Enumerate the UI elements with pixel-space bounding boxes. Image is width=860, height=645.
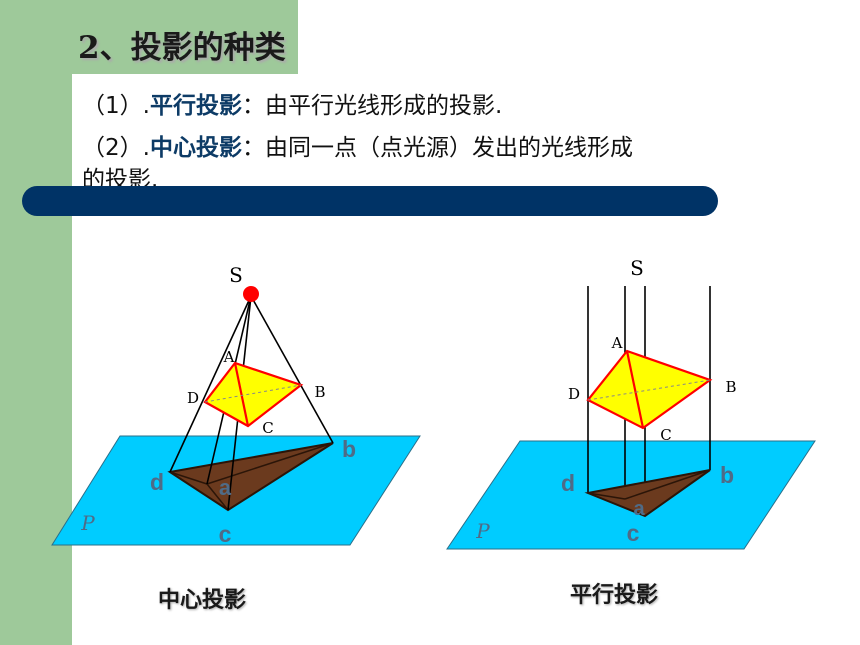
label-C: C [660,426,671,444]
label-D: D [187,389,199,407]
label-P: P [475,519,490,543]
item-text: ：由同一点（点光源）发出的光线形成 [241,135,633,161]
central-shadow [167,442,334,512]
label-a: a [219,475,232,500]
ray-s-b [250,295,334,444]
object-edge-db [587,379,711,401]
item-prefix: （1）. [82,93,150,119]
label-S: S [229,263,243,287]
label-b: b [720,462,734,488]
central-caption: 中心投影 [158,588,247,613]
parallel-shadow [584,469,711,518]
shadow-edge-ac [206,483,229,511]
central-projection-figure: S A B C D b d a c P [51,263,421,547]
shadow-edge-da [587,492,626,500]
divider-bar [22,186,718,216]
label-c: c [219,521,232,547]
shadow-edge-ab [624,469,711,500]
item-parallel: （1）.平行投影：由平行光线形成的投影. [82,86,502,120]
top-decor-band [0,0,298,74]
object-edge-ac [233,362,250,427]
item-prefix: （2）. [82,135,150,161]
item-central: （2）.中心投影：由同一点（点光源）发出的光线形成 [82,128,633,162]
central-object [203,361,304,428]
label-d: d [150,469,164,495]
slide-title: 2、投影的种类 [78,30,286,66]
label-A: A [223,348,235,366]
label-d: d [561,470,575,496]
label-B: B [314,383,325,401]
parallel-projection-figure: S A B C D b d a c P [446,256,816,550]
label-P: P [80,511,95,535]
label-c: c [627,520,640,546]
label-C: C [262,419,273,437]
label-a: a [633,498,645,520]
object-edge-ac [625,350,645,429]
light-source-dot [243,286,259,302]
item-text: ：由平行光线形成的投影. [241,93,503,119]
shadow-edge-ab [206,442,334,485]
label-A: A [611,334,623,352]
label-S: S [630,256,644,280]
shadow-edge-da [169,471,208,485]
parallel-caption: 平行投影 [570,583,659,608]
label-b: b [342,436,356,462]
label-B: B [725,378,736,396]
object-edge-db [204,384,302,403]
item-term: 中心投影 [149,135,242,161]
item-term: 平行投影 [149,93,242,119]
ray-s-d [169,295,252,473]
label-D: D [568,385,580,403]
